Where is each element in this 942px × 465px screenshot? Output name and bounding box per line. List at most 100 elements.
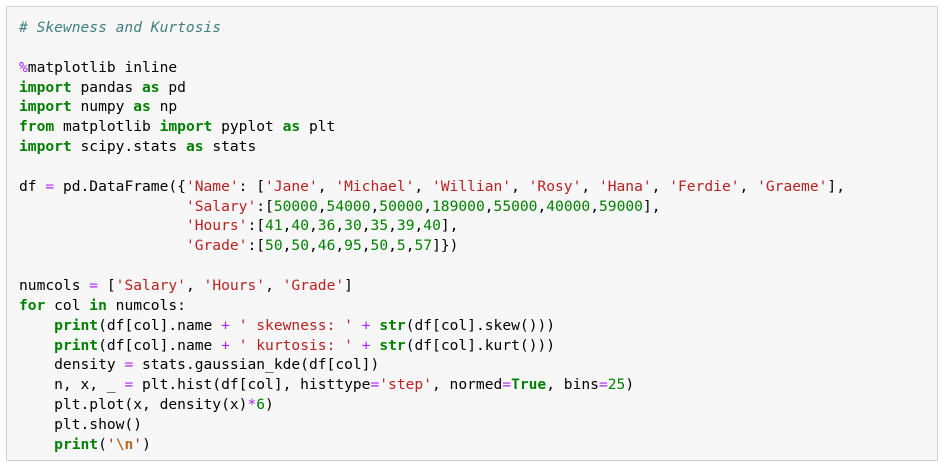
code-token-text: ,	[335, 217, 345, 235]
code-token-num: 40	[423, 217, 441, 235]
code-line: numcols = ['Salary', 'Hours', 'Grade']	[19, 276, 845, 296]
code-line: # Skewness and Kurtosis	[19, 18, 845, 38]
code-token-text: ,	[414, 217, 424, 235]
code-line: import scipy.stats as stats	[19, 137, 845, 157]
code-token-kw: import	[19, 138, 72, 156]
code-token-num: 57	[414, 237, 433, 255]
code-token-kw: as	[142, 78, 160, 96]
code-token-kw: from	[19, 118, 55, 136]
code-token-text: ,	[361, 217, 371, 235]
code-token-text: plt.show()	[19, 415, 143, 433]
code-token-text: ,	[370, 197, 380, 215]
code-token-text	[353, 317, 362, 334]
code-token-text: :[	[247, 217, 266, 235]
code-token-text: ],	[440, 217, 459, 235]
code-token-op: *	[247, 396, 257, 414]
code-token-text: matplotlib inline	[27, 58, 178, 76]
code-token-op: +	[221, 336, 230, 354]
code-token-text: ],	[642, 197, 661, 215]
code-token-text: numpy	[71, 98, 134, 116]
code-token-str: 'step'	[379, 376, 432, 394]
code-token-kw: str	[379, 316, 406, 334]
code-token-text: )	[142, 435, 151, 453]
code-token-text: ,	[335, 237, 345, 255]
code-token-text	[371, 337, 380, 354]
code-token-text: col	[45, 296, 90, 314]
code-token-text: ,	[590, 197, 599, 215]
code-token-text: ]})	[432, 237, 459, 255]
code-token-text	[371, 317, 380, 334]
code-line: plt.plot(x, density(x)*6)	[19, 395, 845, 415]
code-token-kw: in	[89, 296, 107, 314]
code-line: import pandas as pd	[19, 78, 845, 98]
code-line: import numpy as np	[19, 97, 845, 117]
code-token-str: 'Grade'	[282, 276, 345, 294]
code-token-text: , bins	[546, 376, 599, 394]
code-token-kw: True	[511, 376, 547, 394]
code-token-num: 6	[256, 396, 266, 414]
code-token-num: 189000	[432, 197, 485, 215]
code-token-text: (df[col].name	[98, 336, 222, 354]
code-token-text: ,	[308, 237, 318, 255]
code-token-num: 59000	[599, 197, 643, 215]
code-token-text: ,	[317, 177, 336, 195]
code-token-text: matplotlib	[54, 118, 160, 136]
code-token-kw: as	[133, 98, 151, 116]
code-line: %matplotlib inline	[19, 58, 845, 78]
code-token-text: ,	[308, 217, 318, 235]
code-token-op: =	[89, 276, 99, 294]
code-token-text: ,	[537, 197, 547, 215]
code-token-text: ,	[282, 237, 292, 255]
code-token-num: 50	[265, 237, 283, 255]
code-cell-input[interactable]: # Skewness and Kurtosis%matplotlib inlin…	[6, 6, 938, 461]
code-editor[interactable]: # Skewness and Kurtosis%matplotlib inlin…	[19, 18, 845, 455]
code-token-text: ,	[739, 177, 758, 195]
code-line: print(df[col].name + ' skewness: ' + str…	[19, 316, 845, 336]
code-token-text: )	[625, 376, 635, 394]
code-token-op: +	[221, 316, 230, 334]
code-token-num: 25	[607, 376, 626, 394]
code-token-text: ,	[484, 197, 494, 215]
code-line: 'Salary':[50000,54000,50000,189000,55000…	[19, 197, 845, 217]
code-token-text: (df[col].skew()))	[405, 316, 556, 334]
code-line: 'Hours':[41,40,36,30,35,39,40],	[19, 216, 845, 236]
code-token-op: =	[124, 376, 134, 394]
code-token-text	[230, 337, 239, 354]
code-line: n, x, _ = plt.hist(df[col], histtype='st…	[19, 375, 845, 395]
code-token-str: 'Hours'	[185, 217, 248, 235]
code-token-num: 50	[370, 237, 389, 255]
code-token-str: 'Salary'	[185, 197, 257, 215]
code-token-text: ,	[317, 197, 327, 215]
code-token-text: stats.gaussian_kde(df[col])	[133, 356, 380, 374]
code-token-str: 'Jane'	[265, 177, 318, 195]
code-token-comment: # Skewness and Kurtosis	[19, 19, 222, 36]
code-token-kw: import	[19, 78, 72, 96]
code-line: print('\n')	[19, 435, 845, 455]
code-token-text: ,	[414, 177, 432, 195]
code-token-magic: %	[19, 58, 28, 76]
code-token-str: ' skewness: '	[238, 316, 353, 334]
code-token-kw: import	[159, 118, 213, 136]
code-line: plt.show()	[19, 415, 845, 435]
code-token-text: pandas	[71, 78, 143, 96]
code-line: for col in numcols:	[19, 296, 845, 316]
code-line: from matplotlib import pyplot as plt	[19, 117, 845, 137]
code-token-num: 36	[317, 217, 336, 235]
code-token-text: ,	[405, 237, 415, 255]
code-token-str: 'Ferdie'	[669, 177, 740, 195]
code-token-str: 'Salary'	[115, 276, 186, 294]
code-token-text: pd	[159, 78, 186, 96]
code-token-text: ],	[827, 177, 845, 195]
code-token-str: '	[106, 435, 116, 453]
code-token-str: 'Grade'	[185, 237, 248, 255]
code-token-text: density	[19, 356, 125, 374]
code-token-text: : [	[238, 177, 266, 195]
code-token-num: 40000	[546, 197, 591, 215]
code-line: 'Grade':[50,50,46,95,50,5,57]})	[19, 236, 845, 256]
code-token-text: ,	[423, 197, 433, 215]
code-token-kw: print	[54, 336, 99, 354]
code-token-text: pyplot	[212, 118, 283, 136]
code-token-str: ' kurtosis: '	[238, 336, 353, 354]
code-token-num: 55000	[493, 197, 538, 215]
code-token-text: [	[98, 276, 116, 294]
